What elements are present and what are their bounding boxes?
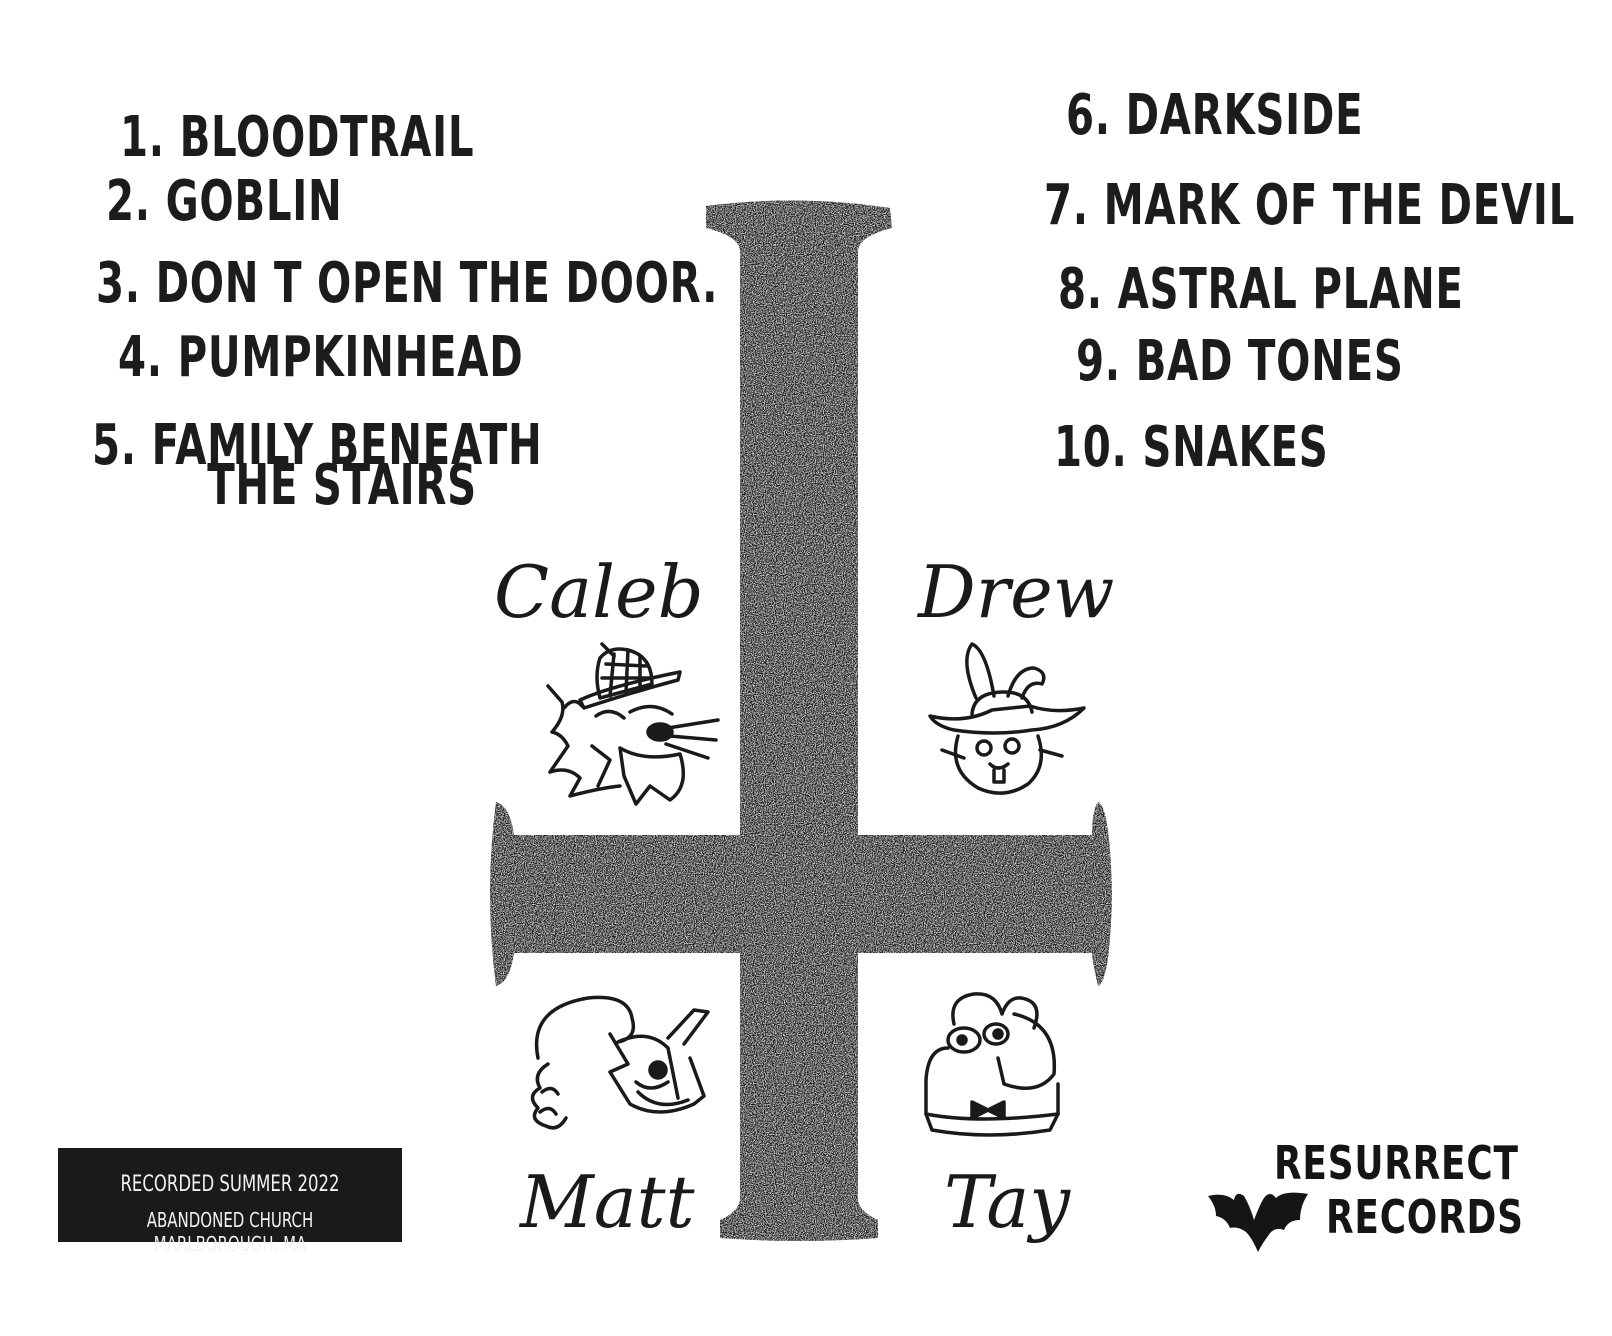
- bat-icon: [1208, 1192, 1308, 1252]
- track-item: 8. ASTRAL PLANE: [1058, 257, 1464, 322]
- label-logo: RESURRECT RECORDS: [1208, 1128, 1538, 1278]
- rabbit-cowboy-icon: [928, 642, 1086, 795]
- member-name-drew: Drew: [918, 550, 1115, 634]
- member-name-matt: Matt: [520, 1160, 695, 1244]
- track-title: 5. FAMILY BENEATH: [92, 413, 543, 478]
- track-item: 10. SNAKES: [1054, 415, 1329, 480]
- cat-detective-icon: [546, 642, 720, 806]
- label-name-line1: RESURRECT: [1274, 1136, 1519, 1190]
- dog-musketeer-icon: [530, 995, 710, 1130]
- member-name-tay: Tay: [944, 1160, 1071, 1244]
- frog-bowtie-icon: [924, 992, 1060, 1137]
- track-item: 3. DON T OPEN THE DOOR.: [96, 251, 719, 316]
- track-item: 1. BLOODTRAIL: [120, 105, 475, 170]
- track-item: 5. FAMILY BENEATH THE STAIRS: [92, 418, 542, 514]
- track-item: 6. DARKSIDE: [1066, 83, 1364, 148]
- track-item: 4. PUMPKINHEAD: [118, 325, 524, 390]
- label-name-line2: RECORDS: [1326, 1190, 1524, 1244]
- track-item: 7. MARK OF THE DEVIL: [1044, 173, 1576, 238]
- recording-location: ABANDONED CHURCH MARLBOROUGH, MA: [146, 1208, 314, 1256]
- recording-date: RECORDED SUMMER 2022: [120, 1172, 340, 1197]
- track-item: 9. BAD TONES: [1076, 329, 1404, 394]
- track-title-continuation: THE STAIRS: [207, 453, 477, 518]
- recording-info-box: RECORDED SUMMER 2022 ABANDONED CHURCH MA…: [58, 1148, 402, 1256]
- member-name-caleb: Caleb: [494, 550, 704, 634]
- track-item: 2. GOBLIN: [106, 169, 343, 234]
